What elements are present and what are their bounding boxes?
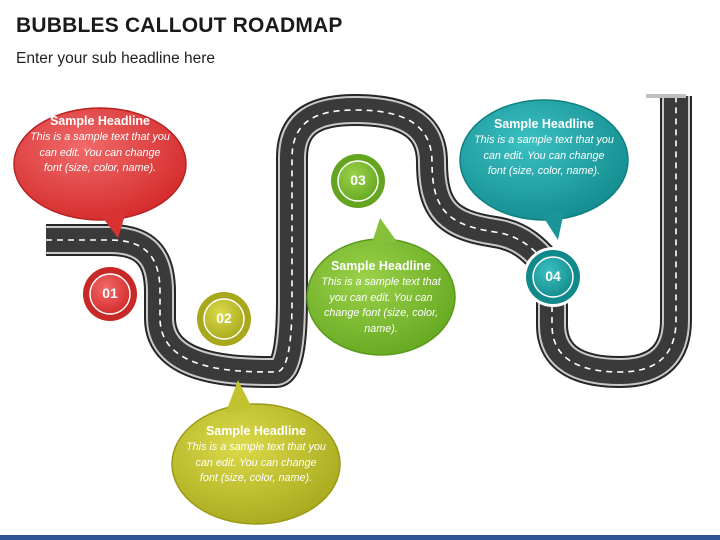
badge-03-label: 03 xyxy=(350,172,366,188)
page-title: BUBBLES CALLOUT ROADMAP xyxy=(16,14,343,37)
bubble-2 xyxy=(171,380,341,525)
badge-02-label: 02 xyxy=(216,310,232,326)
road-end-cap xyxy=(646,94,686,98)
badge-03 xyxy=(328,151,388,211)
bubble-2-content: Sample Headline This is a sample text th… xyxy=(186,424,326,487)
footer-bar xyxy=(0,535,720,540)
badge-04-label: 04 xyxy=(545,268,561,284)
bubble-3-body: This is a sample text that you can edit.… xyxy=(321,276,441,335)
bubble-4-body: This is a sample text that you can edit.… xyxy=(474,134,614,178)
bubble-4-content: Sample Headline This is a sample text th… xyxy=(474,117,614,180)
bubble-4 xyxy=(459,99,629,240)
bubble-2-headline: Sample Headline xyxy=(205,424,307,438)
badge-02 xyxy=(194,289,254,349)
bubble-1-headline: Sample Headline xyxy=(49,114,151,128)
badge-04 xyxy=(523,247,583,307)
badge-01-label: 01 xyxy=(102,285,118,301)
bubble-2-body: This is a sample text that you can edit.… xyxy=(186,441,326,485)
bubble-3 xyxy=(306,218,456,356)
bubble-3-content: Sample Headline This is a sample text th… xyxy=(318,259,444,338)
road xyxy=(46,94,692,388)
page-subtitle: Enter your sub headline here xyxy=(16,50,216,67)
bubble-3-headline: Sample Headline xyxy=(330,259,432,273)
bubble-1-body: This is a sample text that you can edit.… xyxy=(30,131,170,175)
bubble-1 xyxy=(13,107,187,238)
badge-01 xyxy=(80,264,140,324)
bubble-4-headline: Sample Headline xyxy=(493,117,595,131)
bubble-1-content: Sample Headline This is a sample text th… xyxy=(30,114,170,177)
